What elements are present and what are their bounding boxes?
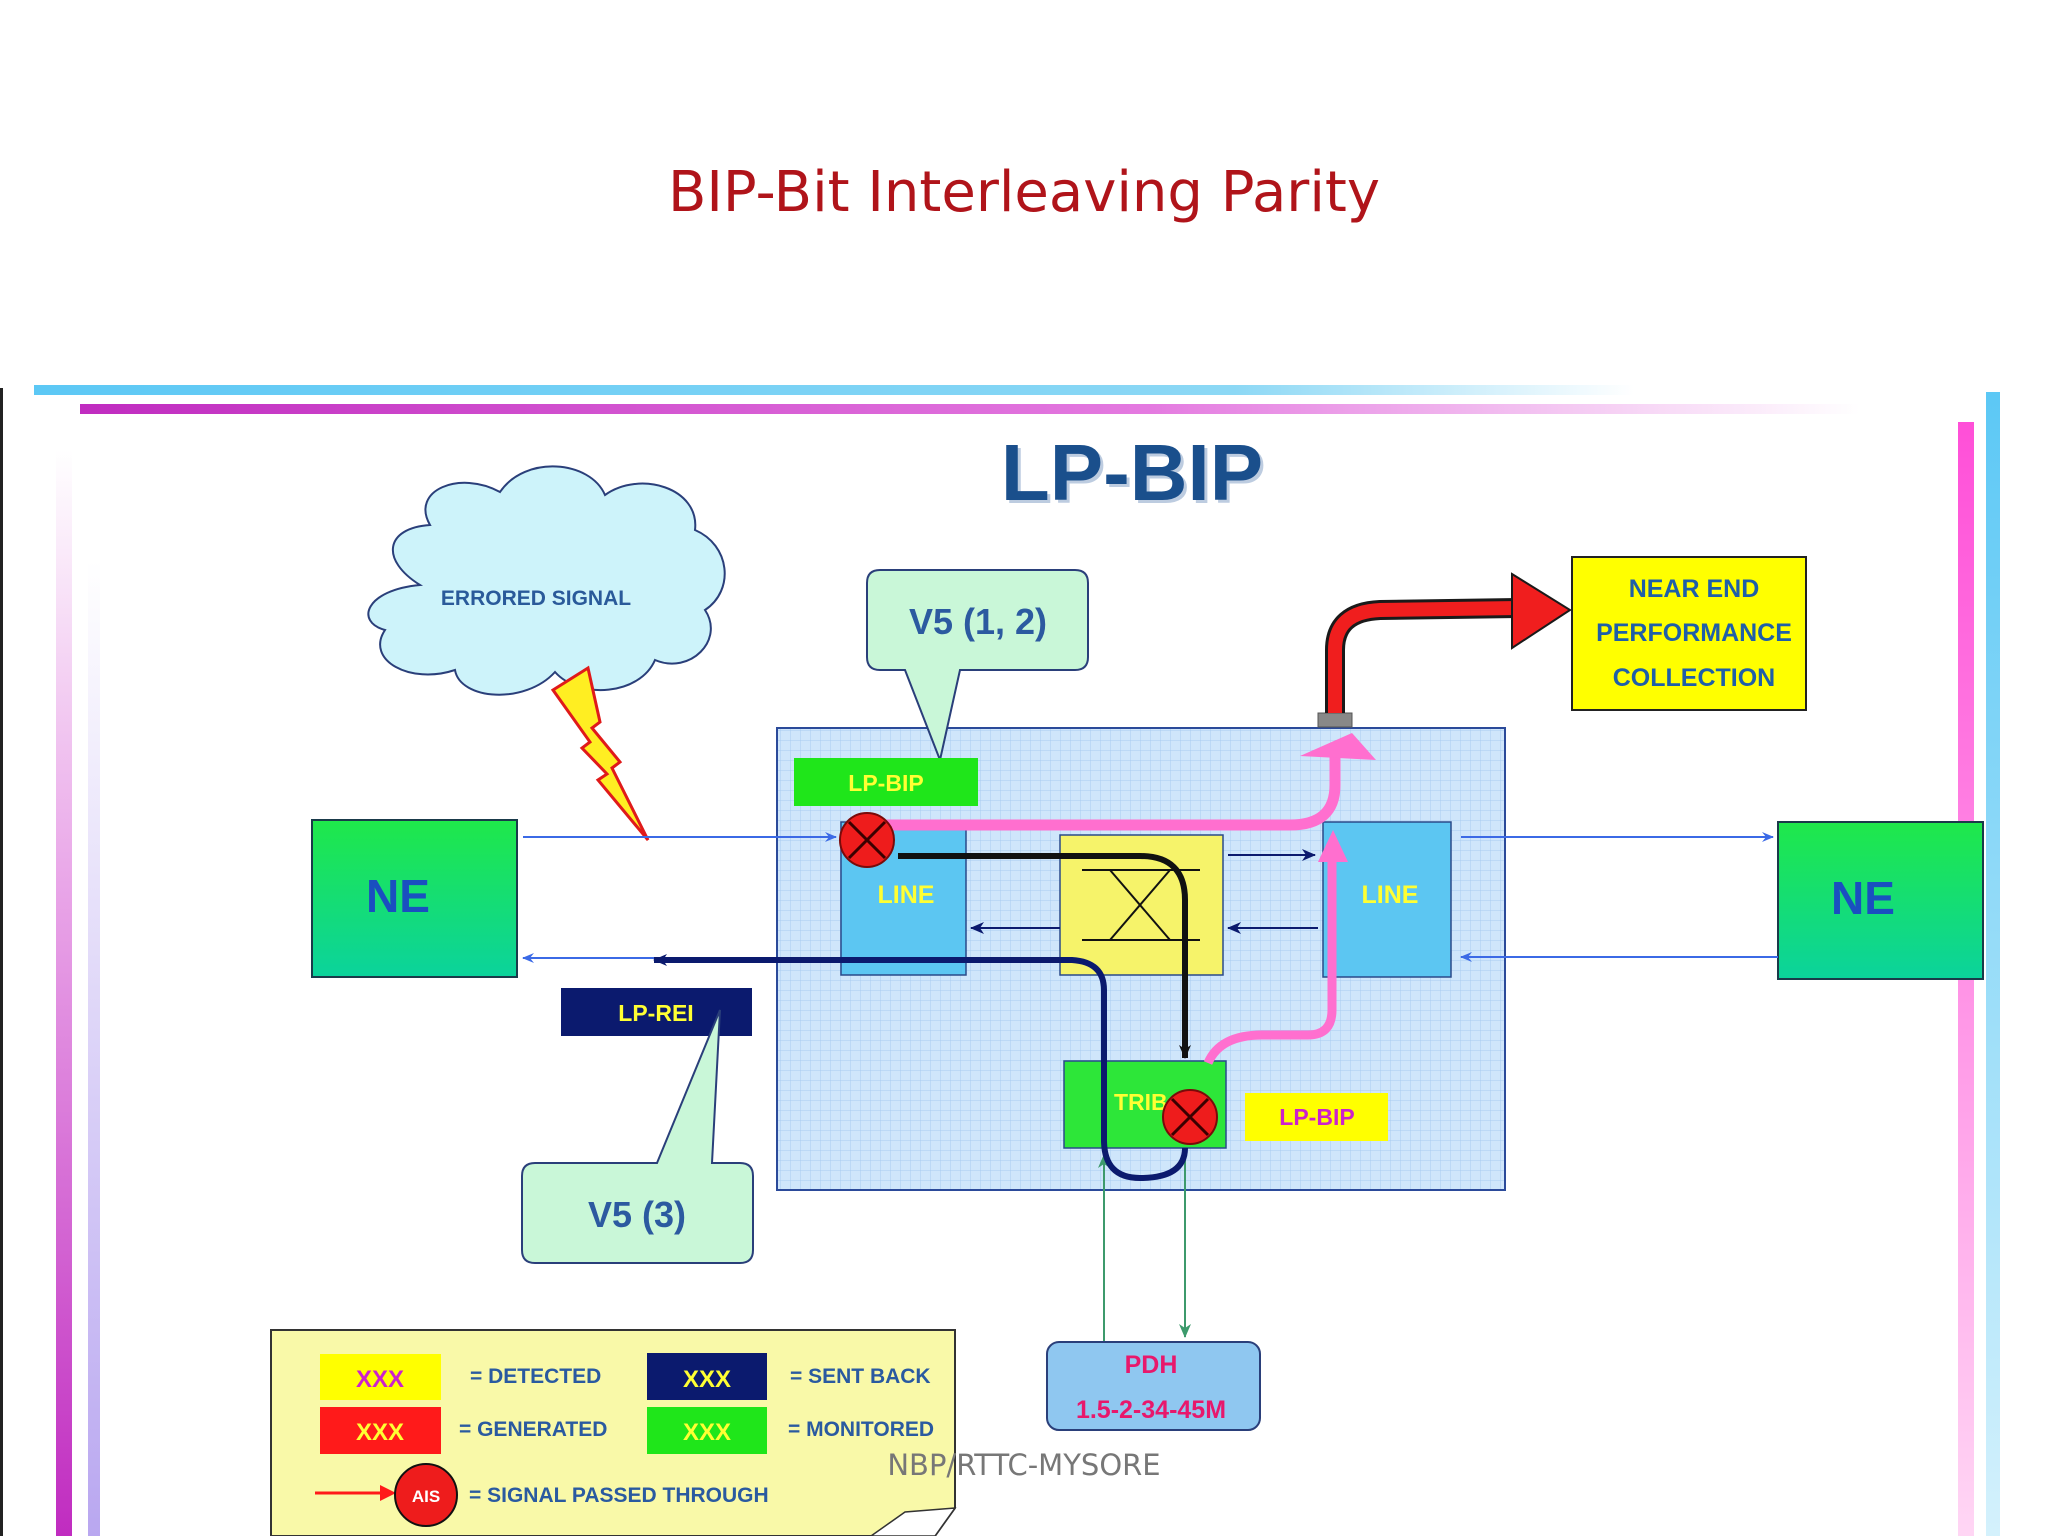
left-lavender-bar [88,560,100,1536]
legend-swatch-detected-text: XXX [356,1366,404,1393]
ne-left-box [311,819,518,978]
ne-right-label: NE [1831,872,1895,924]
pink-path-upper [867,748,1341,831]
callout-v5-top-text: V5 (1, 2) [909,601,1047,642]
pink-path-lower-arrowhead [1318,830,1348,862]
lp-bip-top-label: LP-BIP [848,770,923,796]
near-end-connector [1317,712,1353,728]
legend-page-curl [869,1507,957,1536]
callout-v5-bottom [521,1009,754,1264]
near-end-line-2: PERFORMANCE [1596,619,1792,647]
legend-sent-back-label: = SENT BACK [790,1365,931,1388]
legend-ais-icon [394,1463,458,1527]
legend-swatch-generated-text: XXX [356,1419,404,1446]
left-edge-line [0,388,3,1536]
legend-swatch-sent-back [647,1353,767,1400]
legend-signal-passed-label: = SIGNAL PASSED THROUGH [469,1484,769,1507]
monitored-path [898,853,1191,1059]
sent-back-path [653,954,1188,1182]
trib-label: TRIB [1114,1089,1168,1115]
near-end-box [1571,556,1807,711]
legend-swatch-monitored [647,1407,767,1454]
top-pink-bar [80,404,1860,414]
legend-swatch-monitored-text: XXX [683,1419,731,1446]
near-end-arrow-outline [1325,598,1519,713]
near-end-arrowhead [1511,572,1572,650]
legend-detected-label: = DETECTED [470,1365,601,1388]
callout-v5-bottom-text: V5 (3) [588,1194,686,1235]
errored-signal-cloud: ERRORED SIGNAL [367,465,726,696]
line-left-label: LINE [878,881,935,909]
line-right-label: LINE [1362,881,1419,909]
callout-v5-top [866,569,1089,764]
slide-title: BIP-Bit Interleaving Parity [668,160,1380,225]
lp-bip-top-tag [794,758,978,806]
legend-monitored-label: = MONITORED [788,1418,934,1441]
legend-ais-text: AIS [412,1487,440,1506]
legend-generated-label: = GENERATED [459,1418,607,1441]
cloud-label: ERRORED SIGNAL [441,587,631,610]
lp-rei-label: LP-REI [618,1000,693,1026]
lp-bip-right-tag [1245,1093,1388,1141]
ne-right-box [1777,821,1984,980]
legend-swatch-sent-back-text: XXX [683,1366,731,1393]
left-pink-bar [56,450,72,1536]
diagram-title: LP-BIP [1001,428,1263,517]
near-end-arrow [1328,601,1519,713]
lp-bip-right-label: LP-BIP [1279,1104,1354,1130]
near-end-line-1: NEAR END [1629,575,1760,603]
legend-ais-arrowhead [380,1485,396,1501]
error-marker-trib-icon [1162,1089,1218,1145]
right-cyan-bar [1986,392,2000,1536]
legend: XXX = DETECTED XXX = SENT BACK XXX = GEN… [270,1329,957,1536]
near-end-line-3: COLLECTION [1613,664,1776,692]
legend-swatch-detected [320,1354,441,1400]
pdh-line-1: PDH [1125,1351,1178,1379]
slide-footer: NBP/RTTC-MYSORE [887,1448,1161,1482]
pdh-box [1046,1341,1261,1431]
line-right-box [1322,821,1452,978]
pdh-line-2: 1.5-2-34-45M [1076,1396,1226,1424]
top-cyan-bar [34,385,1634,395]
ne-left-label: NE [366,870,430,922]
diagram-title-shadow: LP-BIP [1004,431,1266,520]
lightning-bolt-icon [550,665,650,841]
error-marker-line-icon [839,812,895,868]
pink-path-upper-arrowhead [1300,733,1376,760]
pink-path-lower [1203,850,1337,1066]
legend-swatch-generated [320,1407,441,1454]
